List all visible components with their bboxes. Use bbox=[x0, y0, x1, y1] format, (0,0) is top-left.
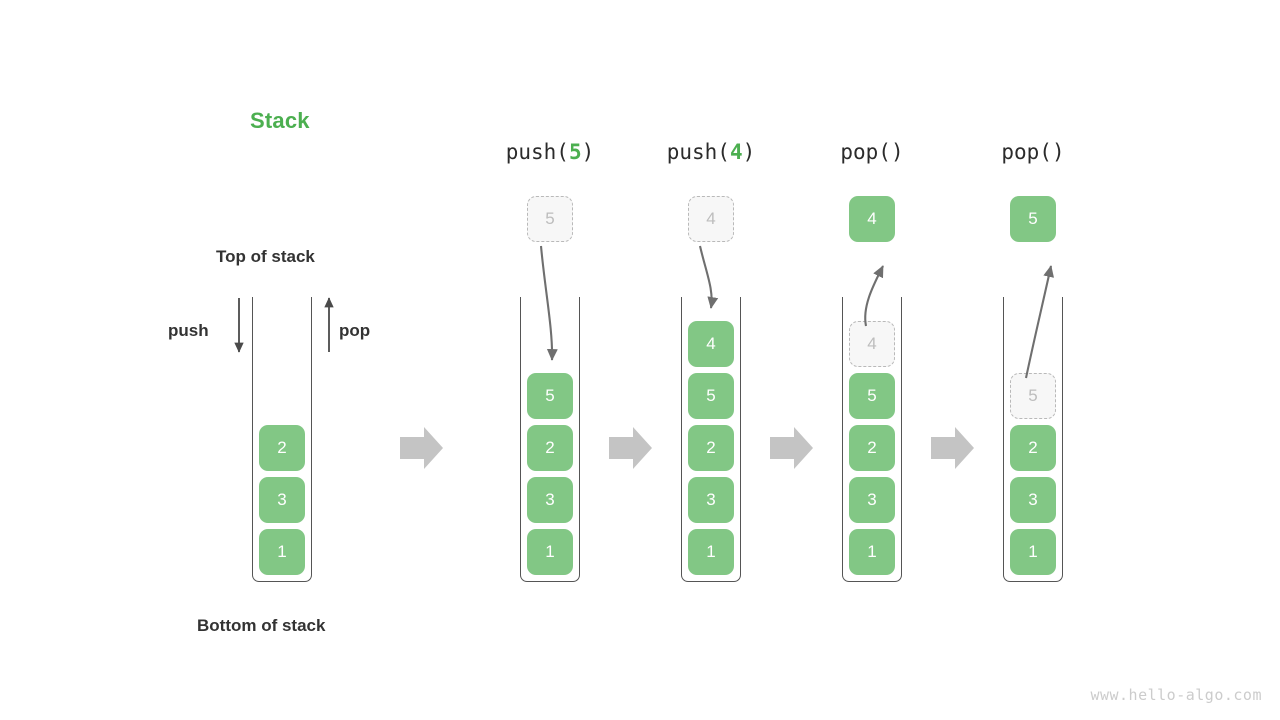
stack-cell: 2 bbox=[259, 425, 305, 471]
stack-cell: 3 bbox=[527, 477, 573, 523]
page-title: Stack bbox=[250, 108, 310, 133]
incoming-element-ghost: 4 bbox=[688, 196, 734, 242]
stack-cell: 2 bbox=[527, 425, 573, 471]
operation-caption-push-4: push(4) bbox=[611, 140, 811, 164]
label-pop: pop bbox=[339, 321, 371, 340]
caption-suffix: ) bbox=[890, 140, 904, 164]
stack-cell: 1 bbox=[527, 529, 573, 575]
stack-cell: 1 bbox=[688, 529, 734, 575]
stack-cell: 1 bbox=[849, 529, 895, 575]
popped-element: 4 bbox=[849, 196, 895, 242]
operation-caption-push-5: push(5) bbox=[450, 140, 650, 164]
operation-caption-pop-2: pop() bbox=[933, 140, 1133, 164]
caption-suffix: ) bbox=[1051, 140, 1065, 164]
stack-stage-push-4: push(4) 4 4 5 2 3 1 bbox=[611, 0, 811, 720]
stack-cell: 2 bbox=[849, 425, 895, 471]
label-bottom-of-stack: Bottom of stack bbox=[197, 616, 326, 635]
stack-cell: 1 bbox=[1010, 529, 1056, 575]
stack-cell: 3 bbox=[849, 477, 895, 523]
vacated-slot-ghost: 4 bbox=[849, 321, 895, 367]
operation-caption-pop-1: pop() bbox=[772, 140, 972, 164]
caption-prefix: pop( bbox=[1001, 140, 1052, 164]
stack-container bbox=[1003, 297, 1063, 582]
vacated-slot-ghost: 5 bbox=[1010, 373, 1056, 419]
label-top-of-stack: Top of stack bbox=[216, 247, 315, 266]
caption-suffix: ) bbox=[581, 140, 595, 164]
stack-cell: 5 bbox=[849, 373, 895, 419]
stack-cell: 3 bbox=[1010, 477, 1056, 523]
stack-stage-pop-2: pop() 5 5 2 3 1 bbox=[933, 0, 1133, 720]
caption-prefix: push( bbox=[505, 140, 569, 164]
watermark: www.hello-algo.com bbox=[1090, 686, 1262, 704]
stack-container bbox=[681, 297, 741, 582]
stack-container bbox=[842, 297, 902, 582]
stack-stage-push-5: push(5) 5 5 2 3 1 bbox=[450, 0, 650, 720]
caption-arg: 4 bbox=[729, 140, 743, 164]
caption-prefix: push( bbox=[666, 140, 730, 164]
stack-cell: 3 bbox=[688, 477, 734, 523]
popped-element: 5 bbox=[1010, 196, 1056, 242]
caption-suffix: ) bbox=[742, 140, 756, 164]
caption-arg: 5 bbox=[568, 140, 582, 164]
incoming-element-ghost: 5 bbox=[527, 196, 573, 242]
stack-stage-pop-1: pop() 4 4 5 2 3 1 bbox=[772, 0, 972, 720]
stack-cell: 5 bbox=[527, 373, 573, 419]
stack-cell: 1 bbox=[259, 529, 305, 575]
stack-cell: 5 bbox=[688, 373, 734, 419]
stack-cell: 3 bbox=[259, 477, 305, 523]
stack-cell: 4 bbox=[688, 321, 734, 367]
stack-cell: 2 bbox=[688, 425, 734, 471]
stack-container bbox=[252, 297, 312, 582]
caption-prefix: pop( bbox=[840, 140, 891, 164]
stack-cell: 2 bbox=[1010, 425, 1056, 471]
label-push: push bbox=[168, 321, 209, 340]
stack-stage-initial: 2 3 1 bbox=[182, 0, 382, 720]
stack-container bbox=[520, 297, 580, 582]
transition-arrow bbox=[400, 427, 443, 469]
